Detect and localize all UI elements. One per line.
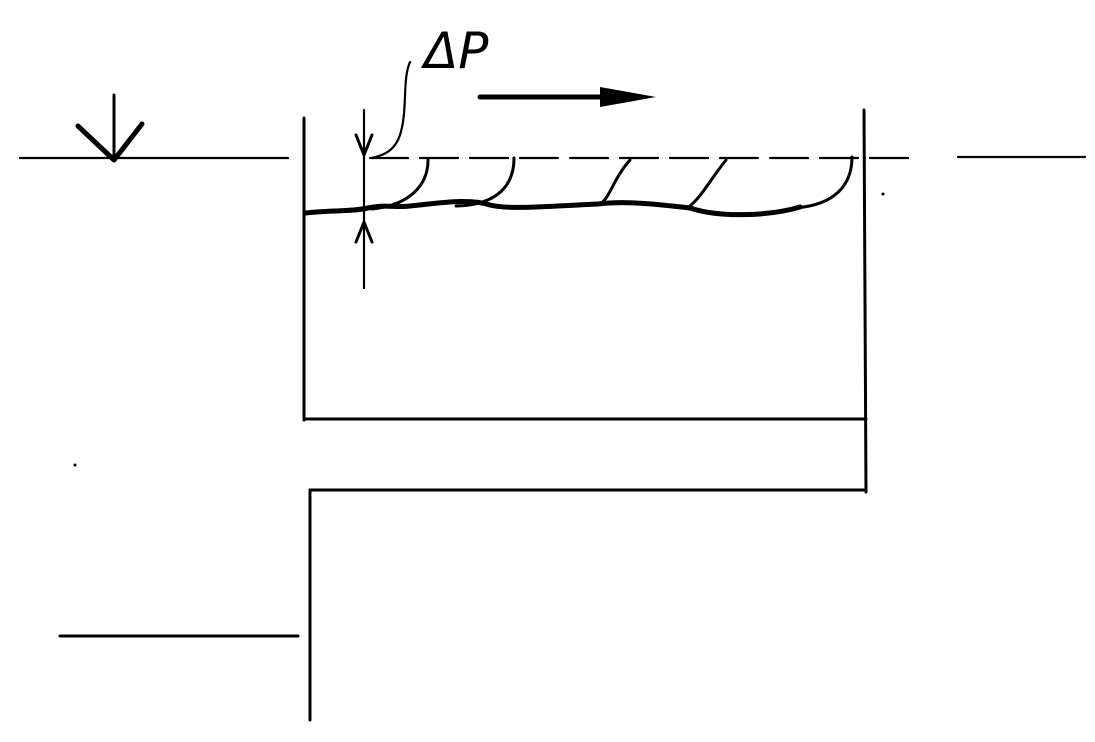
delta-p-label: ΔP <box>420 22 489 80</box>
feed-arrow-icon <box>477 87 656 107</box>
scallop-arc-1 <box>370 158 430 211</box>
scallop-arc-2 <box>454 156 516 208</box>
scallop-arc-5 <box>793 155 854 210</box>
speck-mark <box>73 463 77 467</box>
scallop-arc-3 <box>596 158 632 207</box>
speck-mark <box>881 192 885 196</box>
machined-surface-profile <box>303 198 803 218</box>
depth-dimension <box>354 60 412 290</box>
scallop-arc-4 <box>688 158 728 208</box>
surface-arrow-icon <box>75 93 145 163</box>
block-right-edge <box>862 108 868 494</box>
